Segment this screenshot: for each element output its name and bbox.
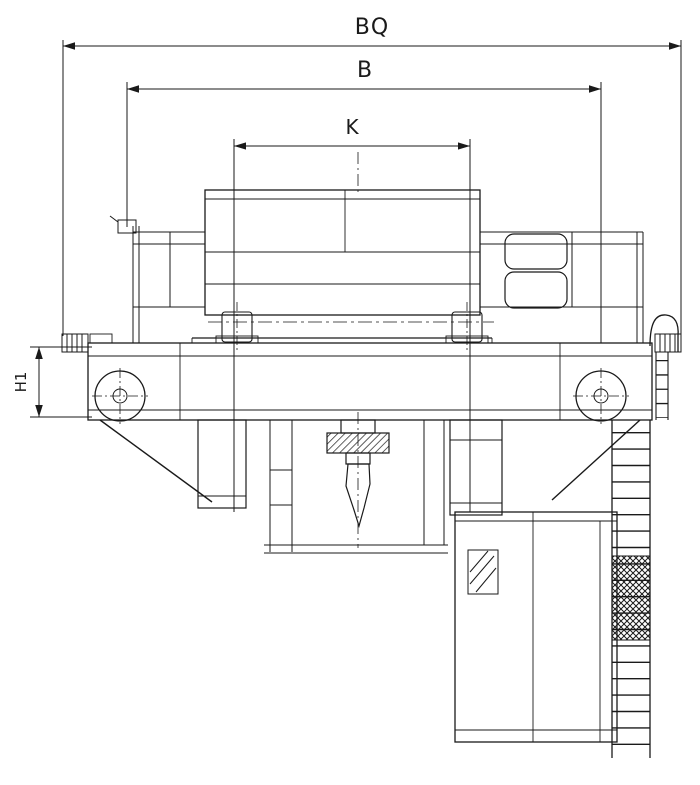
left-buffer — [61, 333, 89, 353]
trolley-left-railing — [109, 215, 205, 343]
dimension-h1: H1 — [12, 346, 92, 418]
trolley-wheel-left — [215, 302, 259, 352]
k-arrow-left — [234, 142, 246, 150]
access-ladder — [611, 314, 679, 758]
trolley-body — [204, 189, 481, 316]
dim-label-k: K — [345, 115, 359, 139]
trolley — [109, 152, 644, 352]
b-arrow-left — [127, 85, 139, 93]
ladder-mesh-guard — [611, 555, 651, 641]
bridge-girder — [61, 333, 682, 424]
handrail-curve — [649, 314, 679, 352]
dimension-bq: BQ — [62, 15, 682, 336]
rail-clamp-left — [89, 333, 113, 344]
dim-label-b: B — [357, 58, 373, 83]
hook — [345, 463, 371, 529]
under-girder-structure — [99, 412, 641, 554]
trolley-wheel-right — [445, 302, 489, 352]
resistor-box-upper — [504, 233, 568, 270]
dimension-b: B — [126, 58, 602, 343]
dim-label-bq: BQ — [355, 15, 389, 40]
b-arrow-right — [589, 85, 601, 93]
under-platform-frame — [264, 420, 448, 554]
operator-cab — [454, 511, 618, 743]
dimension-k: K — [233, 115, 471, 512]
hanging-platform-left — [197, 419, 247, 509]
left-end-wheel — [92, 368, 148, 424]
cab-window — [467, 549, 499, 595]
h1-arrow-bottom — [35, 405, 43, 417]
diagonal-brace-left — [99, 419, 213, 503]
k-arrow-right — [458, 142, 470, 150]
right-buffer — [654, 333, 682, 353]
dim-label-h1: H1 — [12, 372, 30, 393]
right-end-wheel — [573, 368, 629, 424]
girder-outline — [87, 342, 653, 421]
resistor-box-lower — [504, 271, 568, 309]
h1-arrow-top — [35, 347, 43, 359]
hanging-platform-right — [449, 419, 503, 516]
bq-arrow-right — [669, 42, 681, 50]
cab-outline — [454, 511, 618, 743]
bq-arrow-left — [63, 42, 75, 50]
